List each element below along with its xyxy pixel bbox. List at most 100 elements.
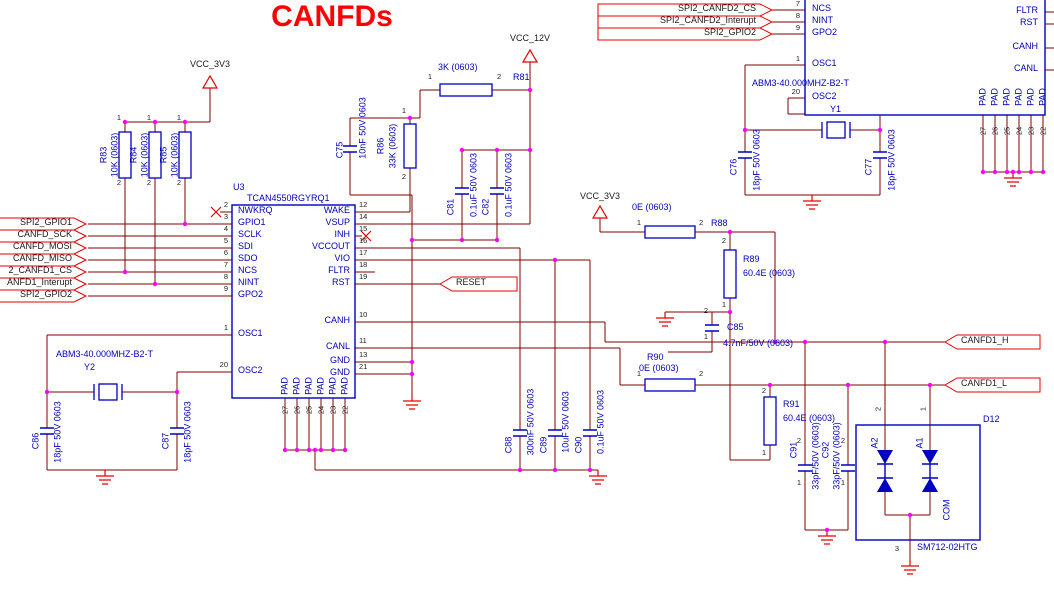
resistor-ref: R88 [711,218,728,228]
pin-number: 1 [427,72,432,81]
pad-pin-number: 22 [1038,126,1048,136]
pad-pin-number: 22 [340,405,350,415]
pin-number: 14 [359,212,368,221]
pin-number: 5 [223,236,228,245]
pin-number: 20 [219,360,228,369]
net-flag [439,276,518,292]
pin-number: 1 [796,478,801,487]
canfd1-h-net-flag-label: CANFD1_H [961,335,1009,345]
pad-pin-number: 24 [316,405,326,415]
net-flag-label: 2_CANFD1_CS [8,265,72,275]
resistor-ref: R83 [98,146,109,164]
pin-number: 1 [146,113,151,122]
pin-name: SCLK [238,229,262,239]
capacitor-ref: C89 [538,436,549,454]
vcc-net-label: VCC_3V3 [189,59,231,69]
pin-number: 1 [176,113,181,122]
pin-name: WAKE [323,205,350,215]
pin-name: VCCOUT [312,241,350,251]
capacitor-ref: C86 [30,432,41,450]
pin-number: 2 [721,236,726,245]
net-flag [0,265,88,279]
resistor-ref: R90 [647,352,664,362]
capacitor-ref: C76 [728,158,739,176]
pin-number: 1 [795,54,800,63]
resistor-value: 60.4E (0603) [743,268,796,278]
pin-number: 2 [497,72,502,81]
pin-name: OSC2 [238,365,263,375]
net-flag-label: SPI2_GPIO1 [19,217,72,227]
junction-dots [44,87,1046,533]
resistor-value: 3K (0603) [438,62,478,72]
pad-pin-name: PAD [989,88,1000,106]
pin-number: 8 [223,272,228,281]
net-flag-shapes [0,3,1041,393]
pad-pin-name: PAD [1037,88,1048,106]
pin-number: 19 [359,272,368,281]
ground-symbol [803,195,821,210]
pin-number: 2 [840,436,845,445]
no-connect-marks [210,206,372,242]
capacitor-ref: C82 [480,198,491,216]
net-flag [0,289,88,303]
pin-number: 15 [359,224,368,233]
resistor-ref: R86 [375,137,386,155]
u3-ic-body [231,204,356,399]
tvs-anode-label: A1 [914,437,925,449]
pin-name: OSC2 [812,91,837,101]
pad-pin-number: 23 [1026,126,1036,136]
capacitor-value: 33pF/50V (0603) [810,422,821,490]
pin-name: GPO2 [812,27,838,37]
net-flag-label: SPI2_GPIO2 [703,27,756,37]
pad-pin-name: PAD [1013,88,1024,106]
capacitor-ref: C77 [863,158,874,176]
net-flag [597,15,774,29]
pin-name: VSUP [325,217,350,227]
pin-number: 2 [116,178,121,187]
ground-symbol [818,530,836,545]
pin-name: NWKRQ [238,205,273,215]
reset-net-flag-label: RESET [456,277,487,287]
capacitor-ref: C87 [160,432,171,450]
pin-name: CANL [1013,63,1038,73]
capacitor-ref: C85 [727,322,744,332]
pin-number: 2 [703,306,708,315]
pin-number: 10 [359,310,368,319]
net-flag [0,217,88,231]
crystal-part-number: ABM3-40.000MHZ-B2-T [56,349,154,359]
pin-number: 1 [761,448,766,457]
pin-number: 4 [223,224,228,233]
crystal-symbols [93,121,851,401]
resistor-ref: R84 [128,146,139,164]
pad-pin-name: PAD [327,377,338,395]
capacitor-value: 18pF 50V 0603 [52,401,63,463]
tvs-com-label: COM [941,499,952,521]
pin-number: 3 [223,212,228,221]
pin-number: 2 [223,200,228,209]
pin-number: 6 [223,248,228,257]
pin-number: 2 [796,436,801,445]
pad-pin-number: 26 [292,405,302,415]
pin-name: CANH [1012,41,1038,51]
capacitor-value: 0.1uF 50V 0603 [468,152,479,218]
wires [46,9,1054,560]
pin-number: 11 [359,336,367,345]
pad-pin-name: PAD [1025,88,1036,106]
pad-pin-number: 27 [280,405,290,415]
pin-name: NINT [238,277,259,287]
resistor-value: 60.4E (0603) [783,413,836,423]
pin-number: 1 [703,332,708,341]
resistor-symbols [118,83,777,446]
net-flag-label: CANFD_SCK [17,229,72,239]
canfd1-l-net-flag-label: CANFD1_L [961,378,1008,388]
vcc-net-label: VCC_3V3 [579,191,621,201]
pad-pin-name: PAD [339,377,350,395]
pad-pin-number: 26 [990,126,1000,136]
pin-name: GND [330,355,350,365]
pin-name: FLTR [328,265,350,275]
net-flag [0,241,88,255]
pin-name: OSC1 [238,328,263,338]
capacitor-value: 18pF 50V 0603 [182,401,193,463]
capacitor-value: 18pF 50V 0603 [886,129,897,191]
pad-pin-name: PAD [303,377,314,395]
